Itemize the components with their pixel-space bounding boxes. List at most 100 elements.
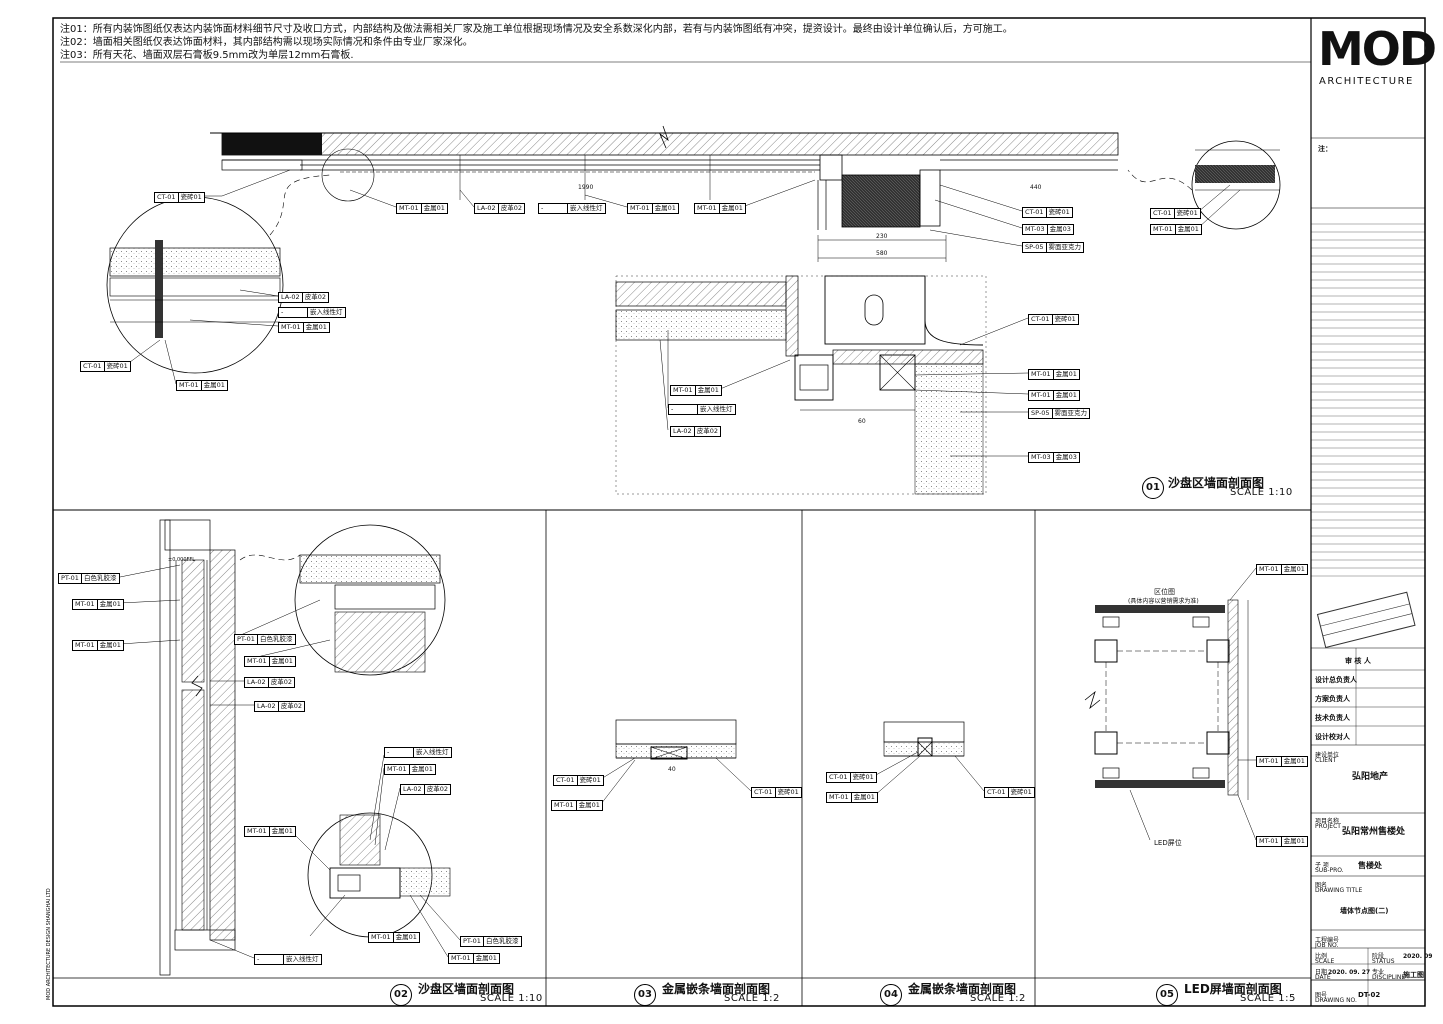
material-tag-name: 金属01: [578, 801, 600, 809]
tb-date: 2020. 09. 27: [1328, 969, 1371, 976]
material-tag-code: LA-02: [671, 427, 695, 436]
drawing-title-04: 金属嵌条墙面剖面图: [908, 982, 1017, 996]
tb-spec-label: 专业: [1372, 969, 1385, 976]
material-tag-name: 金属01: [1177, 225, 1199, 233]
material-tag-name: 白色乳胶漆: [486, 937, 519, 945]
material-tag-code: LA-02: [475, 204, 499, 213]
drawing-title-05: LED屏墙面剖面图: [1184, 982, 1282, 996]
drawing-05-section: [1084, 599, 1249, 800]
material-tag-code: CT-01: [1151, 209, 1175, 218]
material-tag-code: PT-01: [59, 574, 82, 583]
material-tag-name: 瓷砖01: [777, 788, 799, 796]
tb-date-label: 日期: [1315, 969, 1328, 976]
material-tag-code: MT-01: [177, 381, 202, 390]
material-tag-code: MT-01: [1151, 225, 1176, 234]
tb-project-label: 项目名称: [1315, 818, 1340, 825]
material-tag-name: 白色乳胶漆: [260, 635, 293, 643]
zone-pic-label: 区位图: [1154, 588, 1175, 596]
material-tag-code: MT-01: [369, 933, 394, 942]
material-tag-code: CT-01: [1029, 315, 1053, 324]
note-03: 注03：所有天花、墙面双层石膏板9.5mm改为单层12mm石膏板.: [60, 50, 354, 61]
tb-subproj: 售楼处: [1358, 861, 1382, 870]
material-tag-code: MT-01: [1029, 370, 1054, 379]
led-position-label: LED屏位: [1154, 839, 1182, 847]
material-tag-code: LA-02: [245, 678, 269, 687]
material-tag-name: 金属01: [203, 381, 225, 389]
material-tag-name: 金属01: [475, 954, 497, 962]
tb-status-label-en: STATUS: [1372, 958, 1395, 965]
drawing-title-03: 金属嵌条墙面剖面图: [662, 982, 771, 996]
material-tag-name: 皮革02: [280, 702, 302, 710]
material-tag-name: 雾面亚克力: [1054, 409, 1088, 417]
material-tag-name: 皮革02: [500, 204, 522, 212]
drawing-scale-05: SCALE 1:5: [1240, 993, 1296, 1004]
material-tag-code: CT-01: [81, 362, 105, 371]
material-tag-name: 皮革02: [426, 785, 448, 793]
material-tag-code: MT-01: [552, 801, 577, 810]
material-tag-code: MT-03: [1023, 225, 1048, 234]
material-tag-code: MT-01: [449, 954, 474, 963]
tb-subproj-label: 子 项: [1315, 862, 1329, 869]
dim-60: 60: [858, 418, 866, 425]
material-tag-code: CT-01: [554, 776, 578, 785]
material-tag-name: 金属01: [1283, 757, 1305, 765]
drawing-title-02: 沙盘区墙面剖面图: [418, 982, 515, 996]
tb-reviewer: 审 核 人: [1345, 657, 1371, 665]
material-tag-code: MT-01: [1257, 757, 1282, 766]
material-tag-name: 金属01: [1055, 391, 1077, 399]
ffl-mark: ±0.000FFL: [168, 557, 196, 563]
material-tag-code: -: [539, 204, 568, 213]
material-tag-name: 金属01: [271, 827, 293, 835]
drawing-scale-02: SCALE 1:10: [480, 993, 543, 1004]
material-tag: -嵌入线性灯: [538, 203, 606, 214]
material-tag-code: PT-01: [235, 635, 258, 644]
drawing-number-05: 05: [1156, 984, 1178, 1006]
material-tag-code: MT-01: [73, 641, 98, 650]
note-02: 注02：墙面相关图纸仅表达饰面材料，其内部结构需以现场实际情况和条件由专业厂家深…: [60, 37, 473, 48]
drawing-01-section: [106, 125, 1281, 495]
material-tag-name: 金属03: [1049, 225, 1071, 233]
tb-spec-label-en: DISCIPLINE: [1372, 974, 1406, 981]
dim-40: 40: [668, 766, 676, 773]
material-tag-code: MT-01: [671, 386, 696, 395]
tb-dtitle: 墙体节点图(二): [1340, 907, 1389, 915]
material-tag-name: 金属01: [395, 933, 417, 941]
material-tag-code: LA-02: [255, 702, 279, 711]
material-tag-code: CT-01: [827, 773, 851, 782]
material-tag-name: 金属01: [1283, 565, 1305, 573]
material-tag-code: -: [385, 748, 414, 757]
material-tag-name: 白色乳胶漆: [84, 574, 117, 582]
note-01: 注01：所有内装饰图纸仅表达内装饰面材料细节尺寸及收口方式，内部结构及做法需相关…: [60, 24, 1013, 35]
material-tag-name: 瓷砖01: [1176, 209, 1198, 217]
material-tag-name: 金属01: [423, 204, 445, 212]
material-tag-name: 瓷砖01: [1048, 208, 1070, 216]
tb-notes-head: 注：: [1318, 145, 1332, 153]
material-tag-name: 嵌入线性灯: [310, 308, 343, 316]
tb-dtitle-label: 图名: [1315, 882, 1328, 889]
dim-1990: 1990: [578, 184, 594, 191]
tb-dwg-label-en: DRAWING NO.: [1315, 997, 1357, 1004]
material-tag-name: 嵌入线性灯: [700, 405, 733, 413]
drawing-04-section: [883, 721, 965, 757]
dim-580: 580: [876, 250, 888, 257]
